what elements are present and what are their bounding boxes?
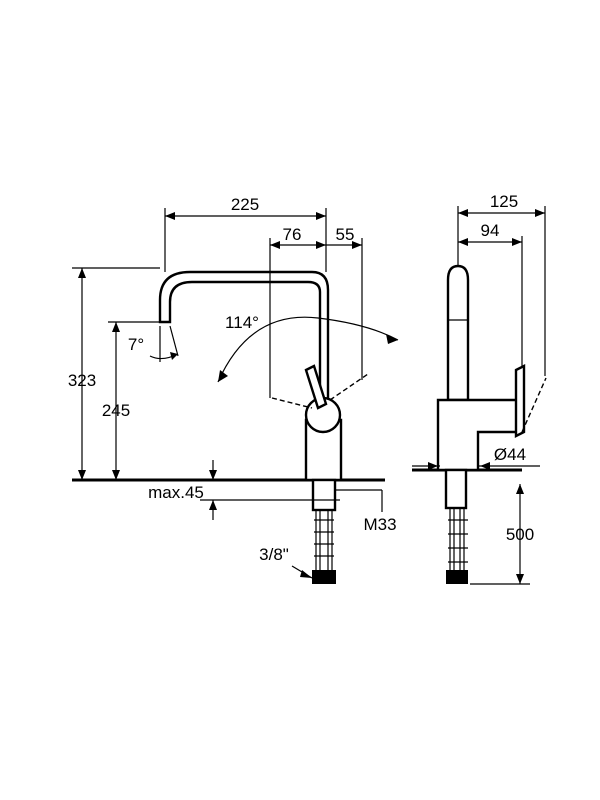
side-dim-diameter-44: Ø44 (494, 445, 526, 464)
dim-55: 55 (336, 225, 355, 244)
dim-114-deg: 114° (225, 313, 259, 332)
side-dim-500: 500 (506, 525, 534, 544)
dim-3-8-inch: 3/8" (259, 545, 289, 564)
handle-lever (304, 364, 328, 410)
dim-225: 225 (231, 195, 259, 214)
shank (311, 478, 337, 512)
side-lever-alt (521, 377, 547, 433)
dim-245: 245 (102, 401, 130, 420)
dim-max45: max.45 (148, 483, 204, 502)
angle-arc-114 (217, 316, 399, 383)
dim-m33: M33 (363, 515, 396, 534)
connector-fitting (312, 570, 336, 584)
side-dim-125: 125 (490, 192, 518, 211)
hose-rings (314, 519, 334, 557)
side-lever (514, 364, 526, 438)
dim-7-deg: 7° (128, 335, 144, 354)
side-spout (446, 264, 470, 402)
side-view: 125 94 Ø44 500 (412, 192, 547, 585)
front-view: 225 76 55 114° 7° 323 245 (68, 195, 399, 584)
dim-323: 323 (68, 371, 96, 390)
hose (315, 510, 333, 570)
dim-76: 76 (283, 225, 302, 244)
side-dim-94: 94 (481, 221, 500, 240)
handle-alt-left (271, 397, 313, 409)
